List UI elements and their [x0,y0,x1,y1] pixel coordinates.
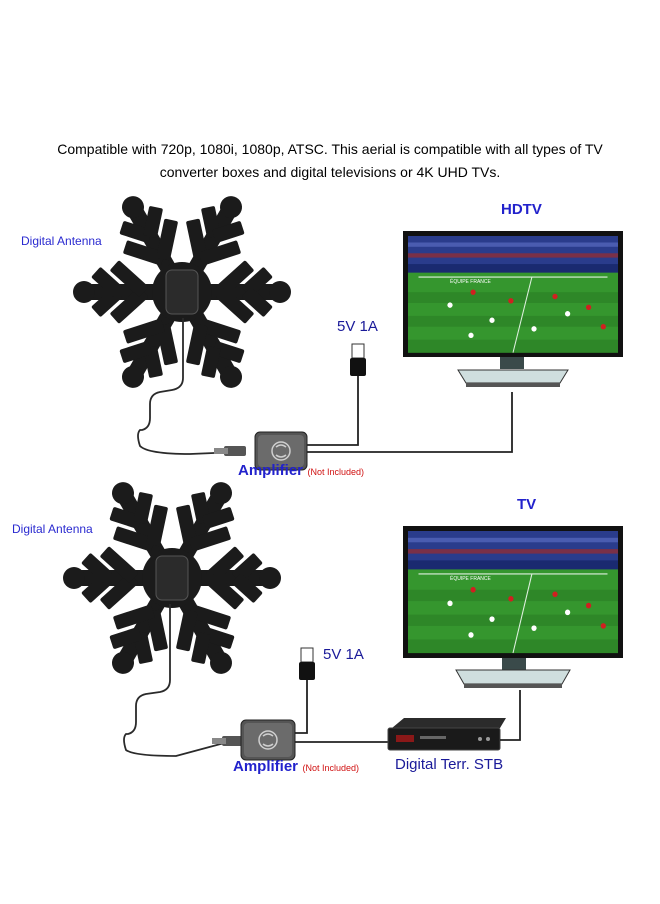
top-usb-plug [350,344,366,376]
top-power-label: 5V 1A [337,318,378,335]
stb-label: Digital Terr. STB [395,756,503,773]
top-tv-label: HDTV [501,201,542,218]
top-antenna [73,182,291,403]
bottom-usb-plug [299,648,315,680]
bottom-tv-scoreboard: ÉQUIPE FRANCE [450,575,492,582]
bottom-antenna [63,468,281,689]
bottom-amplifier-note: (Not Included) [302,763,359,773]
top-power-cable [307,376,358,445]
bottom-power-cable [295,680,307,733]
bottom-amplifier-label: Amplifier [233,758,298,775]
top-tv-scoreboard: ÉQUIPE FRANCE [450,278,492,285]
top-amplifier-label: Amplifier [238,462,303,479]
bottom-tv [403,526,623,688]
bottom-amplifier [212,720,295,760]
bottom-amplifier-caption: Amplifier (Not Included) [233,758,359,776]
top-amplifier-caption: Amplifier (Not Included) [238,462,364,480]
top-tv-cable [307,392,512,452]
set-top-box [388,718,506,750]
stb-tv-cable [500,690,520,740]
top-hdtv [403,231,623,387]
top-amplifier-note: (Not Included) [307,467,364,477]
bottom-antenna-label: Digital Antenna [12,522,93,536]
bottom-power-label: 5V 1A [323,646,364,663]
bottom-tv-label: TV [517,496,536,513]
top-antenna-label: Digital Antenna [21,234,102,248]
